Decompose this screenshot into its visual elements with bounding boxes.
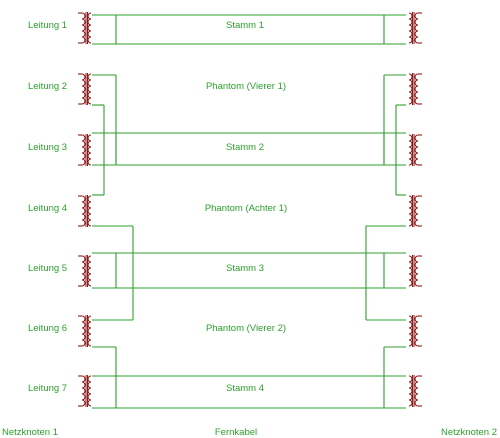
circuit-label: Stamm 2 <box>226 142 264 153</box>
cable-label: Fernkabel <box>215 427 257 438</box>
transformer <box>408 12 422 44</box>
primary-coil <box>81 255 86 287</box>
line-label: Leitung 3 <box>28 142 67 153</box>
transformer <box>78 255 92 287</box>
primary-coil <box>414 12 419 44</box>
secondary-coil <box>87 73 92 105</box>
primary-coil <box>414 315 419 347</box>
primary-coil <box>81 315 86 347</box>
primary-coil <box>81 375 86 407</box>
primary-coil <box>81 12 86 44</box>
transformer <box>78 315 92 347</box>
line-label: Leitung 5 <box>28 263 67 274</box>
transformer-coils <box>78 12 422 407</box>
primary-coil <box>414 134 419 166</box>
circuit-label: Stamm 4 <box>226 383 264 394</box>
line-label: Leitung 2 <box>28 81 67 92</box>
transformer <box>408 73 422 105</box>
line-label: Leitung 1 <box>28 20 67 31</box>
primary-coil <box>414 255 419 287</box>
node-label-right: Netzknoten 2 <box>441 427 497 438</box>
circuit-label: Stamm 3 <box>226 263 264 274</box>
transformer <box>78 12 92 44</box>
secondary-coil <box>87 12 92 44</box>
transformer <box>78 195 92 227</box>
circuit-label: Stamm 1 <box>226 20 264 31</box>
line-label: Leitung 6 <box>28 323 67 334</box>
node-label-left: Netzknoten 1 <box>2 427 58 438</box>
secondary-coil <box>408 73 413 105</box>
primary-coil <box>81 195 86 227</box>
transformer <box>408 375 422 407</box>
line-label: Leitung 4 <box>28 203 67 214</box>
circuit-label: Phantom (Vierer 1) <box>206 81 286 92</box>
secondary-coil <box>408 255 413 287</box>
wiring <box>92 14 406 409</box>
transformer <box>408 195 422 227</box>
primary-coil <box>81 73 86 105</box>
circuit-label: Phantom (Vierer 2) <box>206 323 286 334</box>
secondary-coil <box>408 134 413 166</box>
primary-coil <box>81 134 86 166</box>
primary-coil <box>414 195 419 227</box>
secondary-coil <box>87 315 92 347</box>
secondary-coil <box>87 255 92 287</box>
secondary-coil <box>408 375 413 407</box>
secondary-coil <box>87 134 92 166</box>
transformer <box>408 315 422 347</box>
transformer <box>78 134 92 166</box>
primary-coil <box>414 375 419 407</box>
secondary-coil <box>87 195 92 227</box>
secondary-coil <box>408 315 413 347</box>
primary-coil <box>414 73 419 105</box>
transformer <box>78 375 92 407</box>
transformer <box>408 134 422 166</box>
transformer <box>78 73 92 105</box>
secondary-coil <box>408 195 413 227</box>
secondary-coil <box>408 12 413 44</box>
circuit-label: Phantom (Achter 1) <box>205 203 287 214</box>
line-label: Leitung 7 <box>28 383 67 394</box>
secondary-coil <box>87 375 92 407</box>
transformer <box>408 255 422 287</box>
